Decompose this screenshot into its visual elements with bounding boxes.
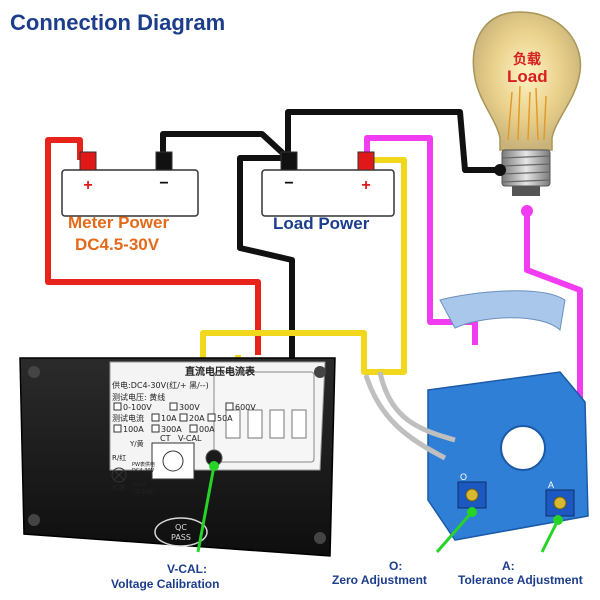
range-checkbox xyxy=(179,413,188,422)
range-checkbox xyxy=(169,402,178,411)
meter-pw-range: DC4-30V xyxy=(132,468,155,474)
light-bulb xyxy=(472,11,582,217)
qc-stamp-text-1: QC xyxy=(175,523,187,532)
range-option-label: 00A xyxy=(199,425,215,434)
magenta-wire-load xyxy=(364,135,478,345)
meter-current-title: 测试电流 xyxy=(112,413,144,423)
wires xyxy=(45,109,583,451)
black-wire-to-meter xyxy=(237,155,295,360)
meter-ct-label: CT xyxy=(160,434,171,443)
meter-power-label: Meter Power xyxy=(68,213,170,232)
bulb-label-cn: 负载 xyxy=(513,51,541,67)
meter-r-label: R/红 xyxy=(112,453,126,462)
meter-current-ranges: 10A 20A 50A 100A 300A 00A xyxy=(113,413,233,434)
meter-supply: 供电:DC4-30V(红/+ 黑/--) xyxy=(112,380,209,390)
meter-plus-sign: + xyxy=(83,177,92,194)
load-plus-terminal xyxy=(357,151,375,171)
black-wire-meter-minus xyxy=(160,131,291,161)
range-checkbox xyxy=(189,424,198,433)
range-option-label: 20A xyxy=(189,414,205,423)
page-title: Connection Diagram xyxy=(10,10,226,35)
tolerance-callout-desc: Tolerance Adjustment xyxy=(458,573,583,587)
range-option-label: 600V xyxy=(235,403,256,412)
meter-voltage-title: 测试电压: 黄线 xyxy=(112,392,165,402)
qc-stamp-text-2: PASS xyxy=(171,533,191,542)
vcal-callout-title: V-CAL: xyxy=(167,562,207,576)
range-option-label: 300V xyxy=(179,403,200,412)
load-minus-terminal xyxy=(280,151,298,171)
sensor-a-label: A xyxy=(548,480,554,490)
load-minus-sign: − xyxy=(284,175,293,192)
load-power-battery: − + xyxy=(261,151,395,217)
tolerance-adjust-pot xyxy=(545,489,575,517)
meter-voltage-ranges: 0-100V 300V 600V xyxy=(113,402,256,412)
meter-plus-terminal xyxy=(79,151,97,171)
meter-power-battery: + − xyxy=(61,151,199,217)
tolerance-callout-title: A: xyxy=(502,559,515,573)
zero-callout-title: O: xyxy=(389,559,403,573)
range-checkbox xyxy=(113,402,122,411)
range-option-label: 10A xyxy=(161,414,177,423)
range-checkbox xyxy=(225,402,234,411)
panel-meter xyxy=(19,357,336,557)
range-checkbox xyxy=(207,413,216,422)
load-power-label: Load Power xyxy=(273,214,370,233)
range-checkbox xyxy=(151,413,160,422)
callout-lines xyxy=(196,461,563,553)
meter-heading: 直流电压电流表 xyxy=(185,365,256,378)
meter-minus-terminal xyxy=(155,151,173,171)
meter-vcal-label: V-CAL xyxy=(178,434,202,443)
range-option-label: 50A xyxy=(217,414,233,423)
load-plus-sign: + xyxy=(361,177,370,194)
bulb-black-contact xyxy=(494,164,506,176)
qc-stamp xyxy=(154,517,208,547)
range-checkbox xyxy=(151,424,160,433)
meter-b-label: B/黑 xyxy=(112,484,126,492)
range-option-label: 100A xyxy=(123,425,144,434)
sensor-hole xyxy=(500,425,546,471)
sensor-o-label: O xyxy=(460,472,467,482)
range-option-label: 300A xyxy=(161,425,182,434)
zero-callout-desc: Zero Adjustment xyxy=(332,573,427,587)
meter-face-text: 直流电压电流表 供电:DC4-30V(红/+ 黑/--) 测试电压: 黄线 测试… xyxy=(112,365,256,542)
meter-y-label: Y/黄 xyxy=(129,439,144,448)
meter-load-small: Load xyxy=(132,481,147,488)
meter-load-small-cn: (用电器) xyxy=(132,488,155,496)
bulb-label-en: Load xyxy=(507,67,548,86)
black-wire-to-bulb xyxy=(285,109,500,173)
range-option-label: 0-100V xyxy=(123,403,152,412)
meter-pw-label: PW表供电 xyxy=(132,461,155,468)
range-checkbox xyxy=(113,424,122,433)
red-wire xyxy=(45,137,261,355)
vcal-callout-desc: Voltage Calibration xyxy=(111,577,220,591)
hall-current-sensor: O A xyxy=(363,290,589,541)
meter-power-range: DC4.5-30V xyxy=(75,235,160,254)
bulb-magenta-contact xyxy=(521,205,533,217)
meter-minus-sign: − xyxy=(159,175,168,192)
